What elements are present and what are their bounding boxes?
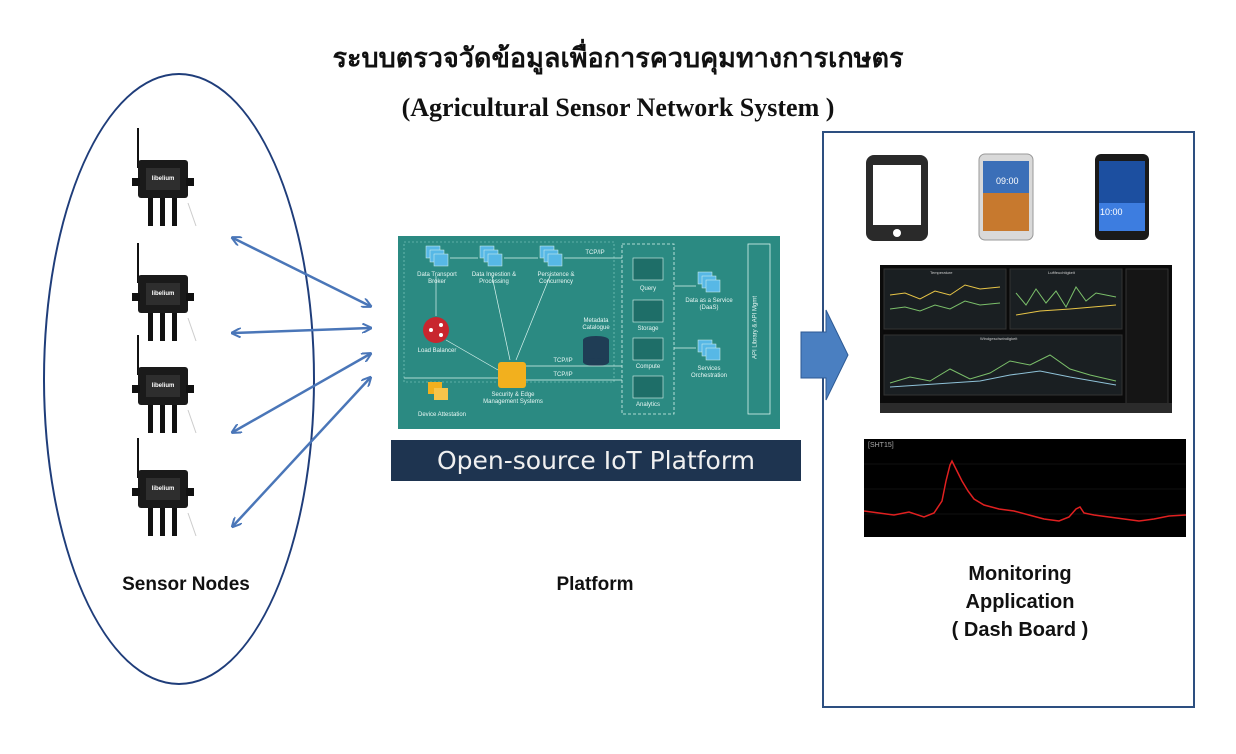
pd-daas: Data as a Service (DaaS) — [685, 298, 733, 311]
dashboard-screenshot: Temperature Luftfeuchtigkeit Windgeschwi… — [880, 265, 1172, 413]
pd-services: Services Orchestration — [690, 366, 727, 379]
node-brand-label: libelium — [151, 176, 175, 182]
pd-persistence: Persistence & Concurrency — [537, 272, 575, 285]
sht15-label: [SHT15] — [868, 442, 894, 449]
pd-load-balancer: Load Balancer — [417, 348, 457, 354]
sensor-node-icon — [132, 335, 197, 434]
pd-tcp-top: TCP/IP — [585, 250, 605, 256]
sensor-node-1: libelium — [118, 128, 208, 238]
title-english: (Agricultural Sensor Network System ) — [401, 93, 835, 122]
sensor-node-icon — [132, 128, 197, 227]
node-brand-label: libelium — [151, 291, 175, 297]
pd-ingestion: Data Ingestion & Processing — [471, 272, 517, 285]
sensor-node-icon — [132, 438, 197, 537]
pd-data-transport: Data Transport Broker — [417, 272, 457, 285]
dashboard-graphic — [880, 268, 1172, 413]
android-phone-icon — [978, 153, 1034, 241]
phone-time-2: 10:00 — [1100, 207, 1123, 217]
pd-security: Security & Edge Management Systems — [483, 392, 543, 405]
pd-storage: Storage — [637, 326, 659, 332]
phone-time-1: 09:00 — [996, 176, 1019, 186]
pd-api: API Library & API Mgmt — [752, 295, 759, 360]
sensor-node-3: libelium — [118, 335, 208, 445]
sensor-nodes-label: Sensor Nodes — [122, 574, 250, 595]
pd-tcp-mid2: TCP/IP — [553, 372, 573, 378]
sensor-node-icon — [132, 243, 197, 342]
sensor-node-4: libelium — [118, 438, 208, 548]
dash-panel-title: Luftfeuchtigkeit — [1048, 270, 1075, 275]
pd-device: Device Attestation — [417, 412, 467, 418]
phone-outline-icon — [866, 155, 928, 241]
platform-diagram-graphic — [398, 236, 780, 429]
dash-panel-title: Windgeschwindigkeit — [980, 336, 1018, 341]
windows-phone-icon — [1095, 154, 1149, 240]
pd-tcp-mid1: TCP/IP — [553, 358, 573, 364]
monitoring-label-line1: Monitoring — [968, 563, 1072, 585]
monitoring-label-line3: ( Dash Board ) — [951, 619, 1089, 641]
pd-compute: Compute — [635, 364, 661, 370]
node-brand-label: libelium — [151, 383, 175, 389]
monitoring-label: Monitoring Application ( Dash Board ) — [900, 560, 1140, 644]
platform-diagram: Data Transport Broker Data Ingestion & P… — [398, 236, 780, 429]
dash-panel-title: Temperature — [930, 270, 953, 275]
sht15-chart: [SHT15] — [863, 439, 1187, 537]
platform-caption: Open-source IoT Platform — [391, 440, 801, 481]
node-brand-label: libelium — [151, 486, 175, 492]
platform-label: Platform — [556, 574, 634, 595]
monitoring-label-line2: Application — [965, 591, 1075, 613]
sht15-line-graphic — [863, 459, 1187, 522]
sensor-node-2: libelium — [118, 243, 208, 353]
monitoring-box — [822, 131, 1195, 708]
pd-analytics: Analytics — [635, 402, 660, 408]
title-thai: ระบบตรวจวัดข้อมูลเพื่อการควบคุมทางการเกษ… — [332, 43, 904, 74]
pd-query: Query — [639, 286, 657, 292]
pd-metadata: Metadata Catalogue — [582, 318, 610, 331]
